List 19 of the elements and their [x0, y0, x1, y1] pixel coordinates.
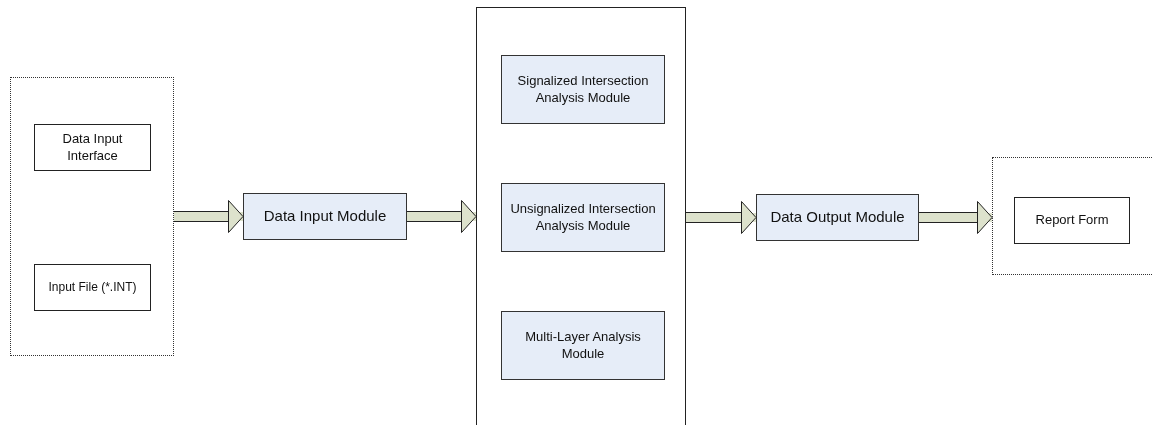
dotted-group-box: [10, 77, 174, 356]
node-label: Multi-Layer Analysis Module: [524, 329, 642, 362]
module-panel: [476, 7, 686, 425]
process-box: [34, 124, 151, 171]
node-label: Unsignalized Intersection Analysis Module: [509, 201, 657, 234]
module-box: [501, 183, 665, 252]
process-box: [1014, 197, 1130, 244]
dotted-group-box: [992, 157, 1152, 275]
node-label: Input File (*.INT): [47, 280, 138, 295]
module-box: [501, 311, 665, 380]
module-box: [756, 194, 919, 241]
module-box: [501, 55, 665, 124]
module-box: [243, 193, 407, 240]
node-label: Data Input Module: [262, 207, 388, 226]
node-label: Signalized Intersection Analysis Module: [516, 73, 650, 106]
process-box: [34, 264, 151, 311]
node-label: Data Input Interface: [61, 131, 124, 164]
node-label: Data Output Module: [769, 208, 906, 227]
node-label: Report Form: [1034, 212, 1110, 229]
